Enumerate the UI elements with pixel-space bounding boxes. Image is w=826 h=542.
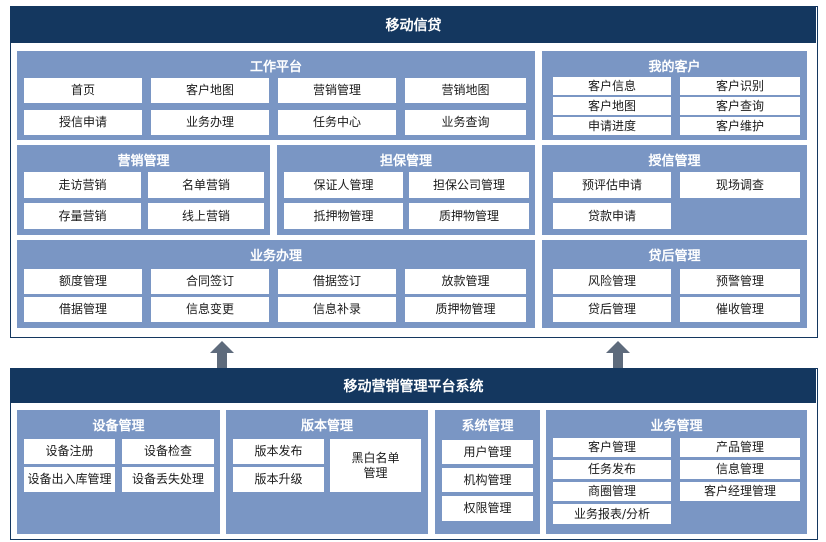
- panel-guarantee: 担保管理 保证人管理 担保公司管理 抵押物管理 质押物管理: [277, 145, 535, 235]
- item-customer-mgmt[interactable]: 客户管理: [553, 438, 671, 457]
- panel-post-loan: 贷后管理 风险管理 预警管理 贷后管理 催收管理: [542, 240, 807, 328]
- panel-system: 系统管理 用户管理 机构管理 权限管理: [435, 410, 540, 534]
- black-white-list-label: 黑白名单管理: [351, 450, 400, 480]
- item-customer-info[interactable]: 客户信息: [553, 77, 671, 95]
- item-iou-sign[interactable]: 借据签订: [278, 269, 396, 294]
- panel-title-business: 业务办理: [249, 249, 302, 264]
- item-device-lost[interactable]: 设备丢失处理: [122, 467, 214, 492]
- item-info-mgmt[interactable]: 信息管理: [680, 460, 800, 479]
- item-marketing-map[interactable]: 营销地图: [405, 78, 526, 103]
- item-quota-mgmt[interactable]: 额度管理: [24, 269, 142, 294]
- panel-title-guarantee: 担保管理: [379, 154, 432, 169]
- item-customer-maintain[interactable]: 客户维护: [680, 117, 800, 135]
- panel-title-credit: 授信管理: [648, 154, 701, 169]
- item-collection-mgmt[interactable]: 催收管理: [680, 297, 800, 322]
- panel-title-system: 系统管理: [461, 419, 514, 434]
- item-version-upgrade[interactable]: 版本升级: [233, 467, 324, 492]
- panel-title-marketing: 营销管理: [117, 154, 170, 169]
- panel-version: 版本管理 版本发布 版本升级 黑白名单管理: [226, 410, 428, 534]
- item-account-manager-mgmt[interactable]: 客户经理管理: [680, 482, 800, 501]
- item-pre-assessment[interactable]: 预评估申请: [553, 172, 671, 198]
- item-pledge-mgmt-2[interactable]: 质押物管理: [405, 297, 526, 322]
- item-guarantee-company-mgmt[interactable]: 担保公司管理: [409, 172, 529, 198]
- panel-business-mgmt: 业务管理 客户管理 产品管理 任务发布 信息管理 商圈管理 客户经理管理 业务报…: [546, 410, 807, 534]
- item-customer-map-2[interactable]: 客户地图: [553, 97, 671, 115]
- item-warning-mgmt[interactable]: 预警管理: [680, 269, 800, 294]
- item-version-release[interactable]: 版本发布: [233, 439, 324, 464]
- panel-work-platform: 工作平台 首页 客户地图 营销管理 营销地图 授信申请 业务办理 任务中心 业务…: [17, 51, 535, 140]
- item-device-inout[interactable]: 设备出入库管理: [24, 467, 115, 492]
- item-customer-identify[interactable]: 客户识别: [680, 77, 800, 95]
- item-org-mgmt[interactable]: 机构管理: [442, 468, 533, 492]
- item-list-marketing[interactable]: 名单营销: [148, 172, 264, 198]
- item-marketing-mgmt[interactable]: 营销管理: [278, 78, 396, 103]
- item-mortgage-mgmt[interactable]: 抵押物管理: [284, 203, 403, 229]
- item-pledge-mgmt[interactable]: 质押物管理: [409, 203, 529, 229]
- item-loan-apply[interactable]: 贷款申请: [553, 203, 671, 229]
- item-task-publish[interactable]: 任务发布: [553, 460, 671, 479]
- item-business-query[interactable]: 业务查询: [405, 110, 526, 135]
- panel-credit: 授信管理 预评估申请 现场调查 贷款申请: [542, 145, 807, 235]
- item-iou-mgmt[interactable]: 借据管理: [24, 297, 142, 322]
- panel-title-device: 设备管理: [92, 419, 145, 434]
- item-task-center[interactable]: 任务中心: [278, 110, 396, 135]
- item-site-survey[interactable]: 现场调查: [680, 172, 800, 198]
- item-customer-map[interactable]: 客户地图: [151, 78, 269, 103]
- panel-title-version: 版本管理: [300, 419, 353, 434]
- mobile-credit-header: 移动信贷: [11, 7, 816, 43]
- panel-my-customers: 我的客户 客户信息 客户识别 客户地图 客户查询 申请进度 客户维护: [542, 51, 807, 140]
- item-online-marketing[interactable]: 线上营销: [148, 203, 264, 229]
- panel-title-post-loan: 贷后管理: [648, 249, 701, 264]
- item-user-mgmt[interactable]: 用户管理: [442, 440, 533, 464]
- arrow-up-right-icon: [606, 341, 630, 368]
- item-contract-sign[interactable]: 合同签订: [151, 269, 269, 294]
- item-device-register[interactable]: 设备注册: [24, 439, 115, 464]
- marketing-platform-header: 移动营销管理平台系统: [11, 369, 816, 403]
- item-post-loan-mgmt[interactable]: 贷后管理: [553, 297, 671, 322]
- item-black-white-list[interactable]: 黑白名单管理: [330, 439, 421, 492]
- item-business-handle[interactable]: 业务办理: [151, 110, 269, 135]
- item-device-check[interactable]: 设备检查: [122, 439, 214, 464]
- panel-business: 业务办理 额度管理 合同签订 借据签订 放款管理 借据管理 信息变更 信息补录 …: [17, 240, 535, 328]
- panel-marketing: 营销管理 走访营销 名单营销 存量营销 线上营销: [17, 145, 270, 235]
- item-guarantor-mgmt[interactable]: 保证人管理: [284, 172, 403, 198]
- item-disbursement-mgmt[interactable]: 放款管理: [405, 269, 526, 294]
- panel-device: 设备管理 设备注册 设备检查 设备出入库管理 设备丢失处理: [17, 410, 220, 534]
- item-credit-apply[interactable]: 授信申请: [24, 110, 142, 135]
- item-business-report[interactable]: 业务报表/分析: [553, 504, 671, 524]
- item-customer-query[interactable]: 客户查询: [680, 97, 800, 115]
- item-stock-marketing[interactable]: 存量营销: [24, 203, 141, 229]
- panel-title-work-platform: 工作平台: [249, 60, 302, 75]
- item-info-supplement[interactable]: 信息补录: [278, 297, 396, 322]
- item-home[interactable]: 首页: [24, 78, 142, 103]
- arrow-up-left-icon: [210, 341, 234, 368]
- item-permission-mgmt[interactable]: 权限管理: [442, 496, 533, 521]
- panel-title-business-mgmt: 业务管理: [650, 419, 703, 434]
- item-info-change[interactable]: 信息变更: [151, 297, 269, 322]
- item-product-mgmt[interactable]: 产品管理: [680, 438, 800, 457]
- item-visit-marketing[interactable]: 走访营销: [24, 172, 141, 198]
- panel-title-my-customers: 我的客户: [648, 60, 701, 75]
- item-apply-progress[interactable]: 申请进度: [553, 117, 671, 135]
- item-risk-mgmt[interactable]: 风险管理: [553, 269, 671, 294]
- item-business-circle-mgmt[interactable]: 商圈管理: [553, 482, 671, 501]
